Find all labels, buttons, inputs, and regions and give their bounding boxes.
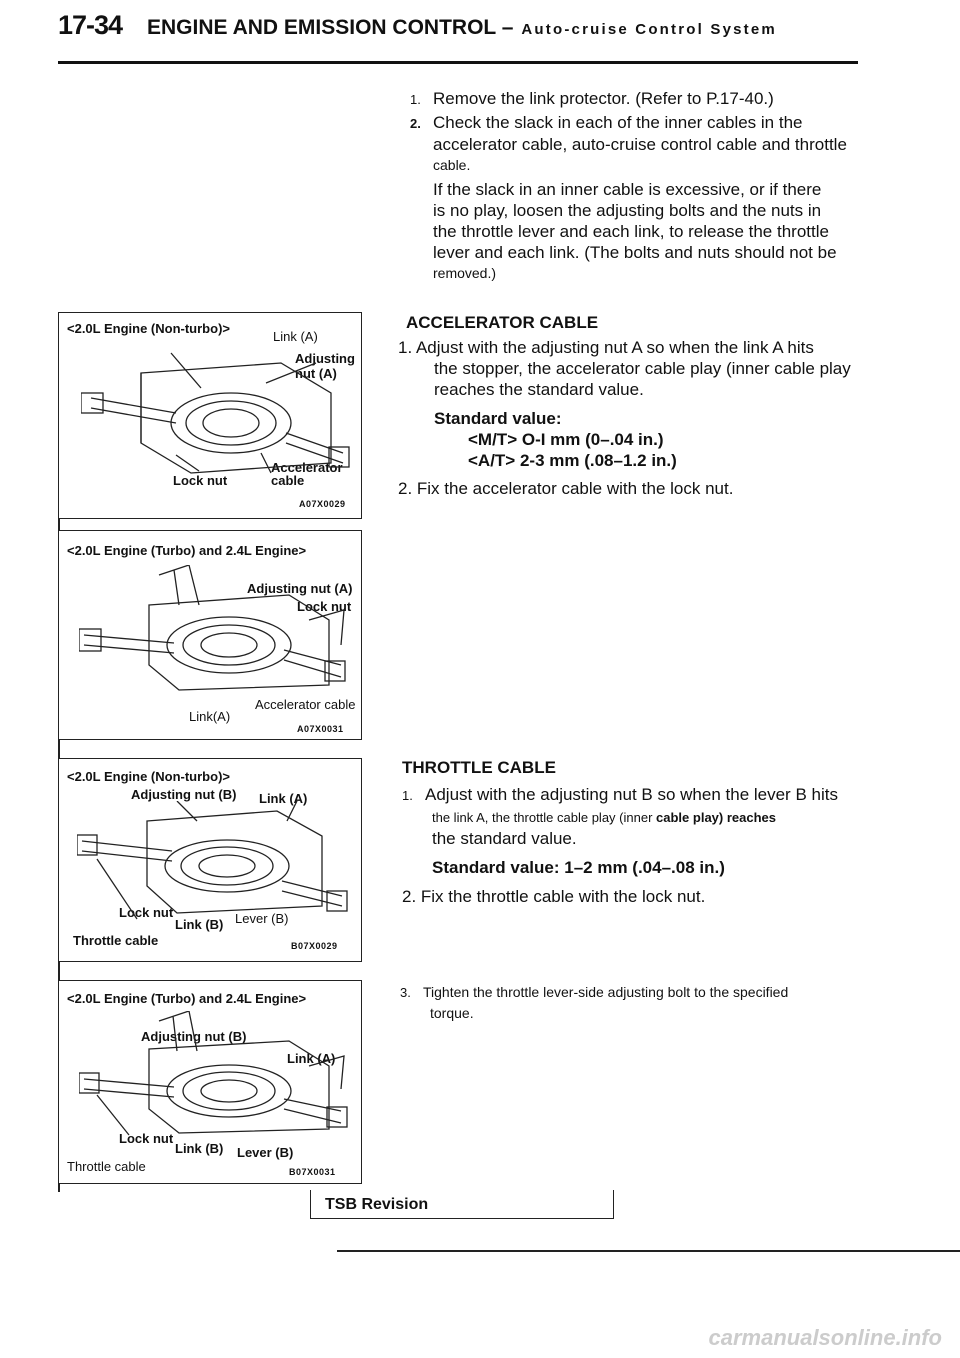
standard-value-at: <A/T> 2-3 mm (.08–1.2 in.) <box>468 451 677 470</box>
accelerator-step-2: 2. Fix the accelerator cable with the lo… <box>398 479 734 498</box>
figure-title: <2.0L Engine (Non-turbo)> <box>67 321 230 336</box>
section-title: ENGINE AND EMISSION CONTROL – Auto-cruise… <box>147 16 777 40</box>
step-2-line: lever and each link. (The bolts and nuts… <box>433 243 837 262</box>
figure-label: Throttle cable <box>67 1159 146 1174</box>
figure-label: Throttle cable <box>73 933 159 948</box>
figure-label: Lock nut <box>297 599 352 614</box>
intro-steps: 1. Remove the link protector. (Refer to P… <box>410 88 880 284</box>
figure-label: Link (A) <box>273 329 318 344</box>
step-2-line: the throttle lever and each link, to rel… <box>433 222 829 241</box>
watermark: carmanualsonline.info <box>708 1325 943 1350</box>
accelerator-step-1-cont: reaches the standard value. <box>434 380 644 399</box>
page-number: 17-34 <box>58 10 123 40</box>
throttle-body-illustration <box>79 1011 348 1136</box>
figure-label: Link (B) <box>175 917 224 932</box>
figure-label: Accelerator cable <box>271 460 343 488</box>
step-number: 1. <box>402 788 413 803</box>
figure-throttle-nonturbo: <2.0L Engine (Non-turbo)> Adjusting nut … <box>58 758 362 962</box>
step-2-line: is no play, loosen the adjusting bolts a… <box>433 201 822 220</box>
figure-label: Adjusting nut (B) <box>131 787 237 802</box>
figure-label: Lock nut <box>119 905 174 920</box>
figure-label: Link (A) <box>259 791 308 806</box>
throttle-body-illustration <box>77 801 348 920</box>
tsb-revision-label: TSB Revision <box>325 1196 429 1213</box>
figure-code: B07X0029 <box>291 941 338 951</box>
throttle-step-3-text: torque. <box>430 1005 474 1021</box>
figure-title: <2.0L Engine (Non-turbo)> <box>67 769 230 784</box>
figure-title: <2.0L Engine (Turbo) and 2.4L Engine> <box>67 991 307 1006</box>
step-number: 1. <box>410 92 421 107</box>
figure-label: Lever (B) <box>235 911 289 926</box>
accelerator-step-1-cont: the stopper, the accelerator cable play … <box>434 359 851 378</box>
figure-label: Lock nut <box>173 473 228 488</box>
accelerator-section: ACCELERATOR CABLE 1. Adjust with the adj… <box>398 312 878 499</box>
figure-label: Lever (B) <box>237 1145 294 1160</box>
throttle-section: THROTTLE CABLE 1. Adjust with the adjusti… <box>402 757 880 907</box>
figure-label: Link(A) <box>189 709 231 724</box>
figure-code: A07X0029 <box>299 499 346 509</box>
figure-label: Adjusting nut (A) <box>247 581 353 596</box>
header-rule <box>58 61 858 64</box>
throttle-step-3: 3. Tighten the throttle lever-side adjust… <box>400 982 870 1024</box>
figure-code: A07X0031 <box>297 724 344 734</box>
throttle-step-1-cont: the link A, the throttle cable play (inn… <box>402 807 880 828</box>
throttle-step-1-cont: the standard value. <box>432 829 577 848</box>
figure-column-rule <box>58 312 60 1192</box>
throttle-body-illustration <box>79 565 346 691</box>
standard-value-label: Standard value: <box>434 409 562 428</box>
figure-label: Accelerator cable <box>255 697 356 712</box>
step-1-text: Remove the link protector. (Refer to P.1… <box>433 89 774 108</box>
standard-value-mt: <M/T> O-I mm (0–.04 in.) <box>468 430 664 449</box>
throttle-standard-value: Standard value: 1–2 mm (.04–.08 in.) <box>432 858 725 877</box>
throttle-step-2: 2. Fix the throttle cable with the lock … <box>402 887 706 906</box>
step-number: 2. <box>410 116 421 131</box>
figure-accelerator-nonturbo: <2.0L Engine (Non-turbo)> Link (A) Adjus… <box>58 312 362 519</box>
throttle-step-1-part: cable play) reaches <box>656 810 776 825</box>
throttle-step-3-text: Tighten the throttle lever-side adjustin… <box>423 984 789 1000</box>
step-2-line: If the slack in an inner cable is excess… <box>433 180 822 199</box>
throttle-step-1: Adjust with the adjusting nut B so when … <box>425 785 838 804</box>
throttle-step-1-part: the link A, the throttle cable play (inn… <box>432 810 653 825</box>
section-subtitle: Auto-cruise Control System <box>521 21 777 38</box>
accelerator-step-1: 1. Adjust with the adjusting nut A so wh… <box>398 338 814 357</box>
tsb-revision-box: TSB Revision <box>310 1190 614 1219</box>
figure-code: B07X0031 <box>289 1167 336 1177</box>
step-2-line: accelerator cable, auto-cruise control c… <box>433 135 847 154</box>
figure-title: <2.0L Engine (Turbo) and 2.4L Engine> <box>67 543 307 558</box>
step-2-line: removed.) <box>433 265 497 281</box>
figure-throttle-turbo: <2.0L Engine (Turbo) and 2.4L Engine> Ad… <box>58 980 362 1184</box>
footer-rule <box>337 1250 960 1252</box>
step-2-line: cable. <box>433 157 471 173</box>
figure-accelerator-turbo: <2.0L Engine (Turbo) and 2.4L Engine> Ad… <box>58 530 362 740</box>
throttle-heading: THROTTLE CABLE <box>402 758 556 777</box>
step-2-line: Check the slack in each of the inner cab… <box>433 113 803 132</box>
step-number: 3. <box>400 985 411 1000</box>
figure-label: Lock nut <box>119 1131 174 1146</box>
throttle-body-illustration <box>81 352 350 474</box>
accelerator-heading: ACCELERATOR CABLE <box>406 313 599 332</box>
figure-label: Link (B) <box>175 1141 224 1156</box>
section-title-text: ENGINE AND EMISSION CONTROL – <box>147 16 514 39</box>
